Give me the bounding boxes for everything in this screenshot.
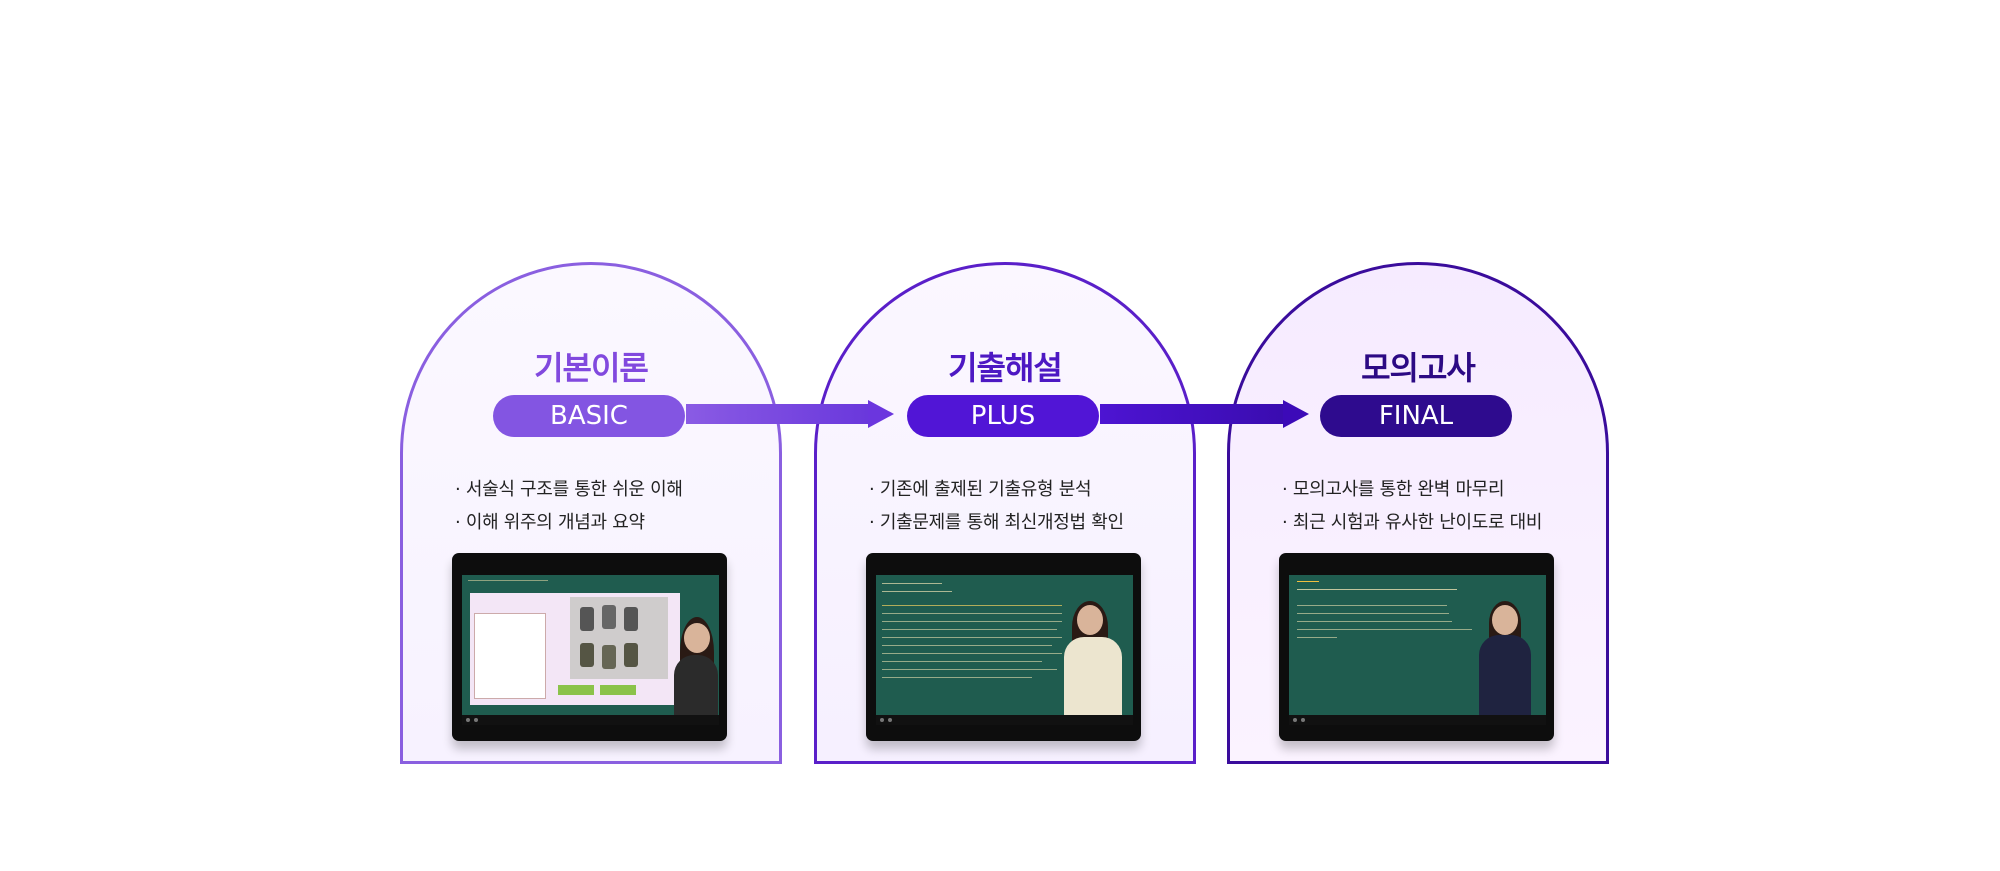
stage-title: 기출해설 (948, 349, 1063, 387)
bullet-item: · 서술식 구조를 통한 쉬운 이해 (455, 479, 683, 500)
stage-bullets: · 서술식 구조를 통한 쉬운 이해 · 이해 위주의 개념과 요약 (455, 473, 775, 539)
stage-badge: BASIC (493, 395, 685, 437)
lecture-screen (1289, 575, 1546, 715)
lecture-tablet-image (452, 553, 727, 741)
player-controls (876, 715, 1133, 725)
player-controls (1289, 715, 1546, 725)
stage-title: 모의고사 (1361, 349, 1476, 387)
stage-bullets: · 모의고사를 통한 완벽 마무리 · 최근 시험과 유사한 난이도로 대비 (1282, 473, 1602, 539)
lecture-tablet-image (1279, 553, 1554, 741)
stage-bullets: · 기존에 출제된 기출유형 분석 · 기출문제를 통해 최신개정법 확인 (869, 473, 1189, 539)
stage-card-basic: 기본이론 BASIC · 서술식 구조를 통한 쉬운 이해 · 이해 위주의 개… (400, 262, 782, 764)
bullet-item: · 기출문제를 통해 최신개정법 확인 (869, 512, 1124, 533)
bullet-item: · 최근 시험과 유사한 난이도로 대비 (1282, 512, 1543, 533)
arrow-right-icon (868, 400, 894, 428)
lecture-screen (876, 575, 1133, 715)
lecture-tablet-image (866, 553, 1141, 741)
lecture-screen (462, 575, 719, 715)
stage-card-plus: 기출해설 PLUS · 기존에 출제된 기출유형 분석 · 기출문제를 통해 최… (814, 262, 1196, 764)
bullet-item: · 모의고사를 통한 완벽 마무리 (1282, 479, 1505, 500)
progress-arrow-line (1100, 404, 1283, 424)
player-controls (462, 715, 719, 725)
arrow-right-icon (1283, 400, 1309, 428)
stage-badge: FINAL (1320, 395, 1512, 437)
stage-title: 기본이론 (534, 349, 649, 387)
stage-card-final: 모의고사 FINAL · 모의고사를 통한 완벽 마무리 · 최근 시험과 유사… (1227, 262, 1609, 764)
stage-badge: PLUS (907, 395, 1099, 437)
progress-arrow-line (686, 404, 868, 424)
slide-panel (470, 593, 680, 705)
bullet-item: · 이해 위주의 개념과 요약 (455, 512, 645, 533)
bullet-item: · 기존에 출제된 기출유형 분석 (869, 479, 1092, 500)
